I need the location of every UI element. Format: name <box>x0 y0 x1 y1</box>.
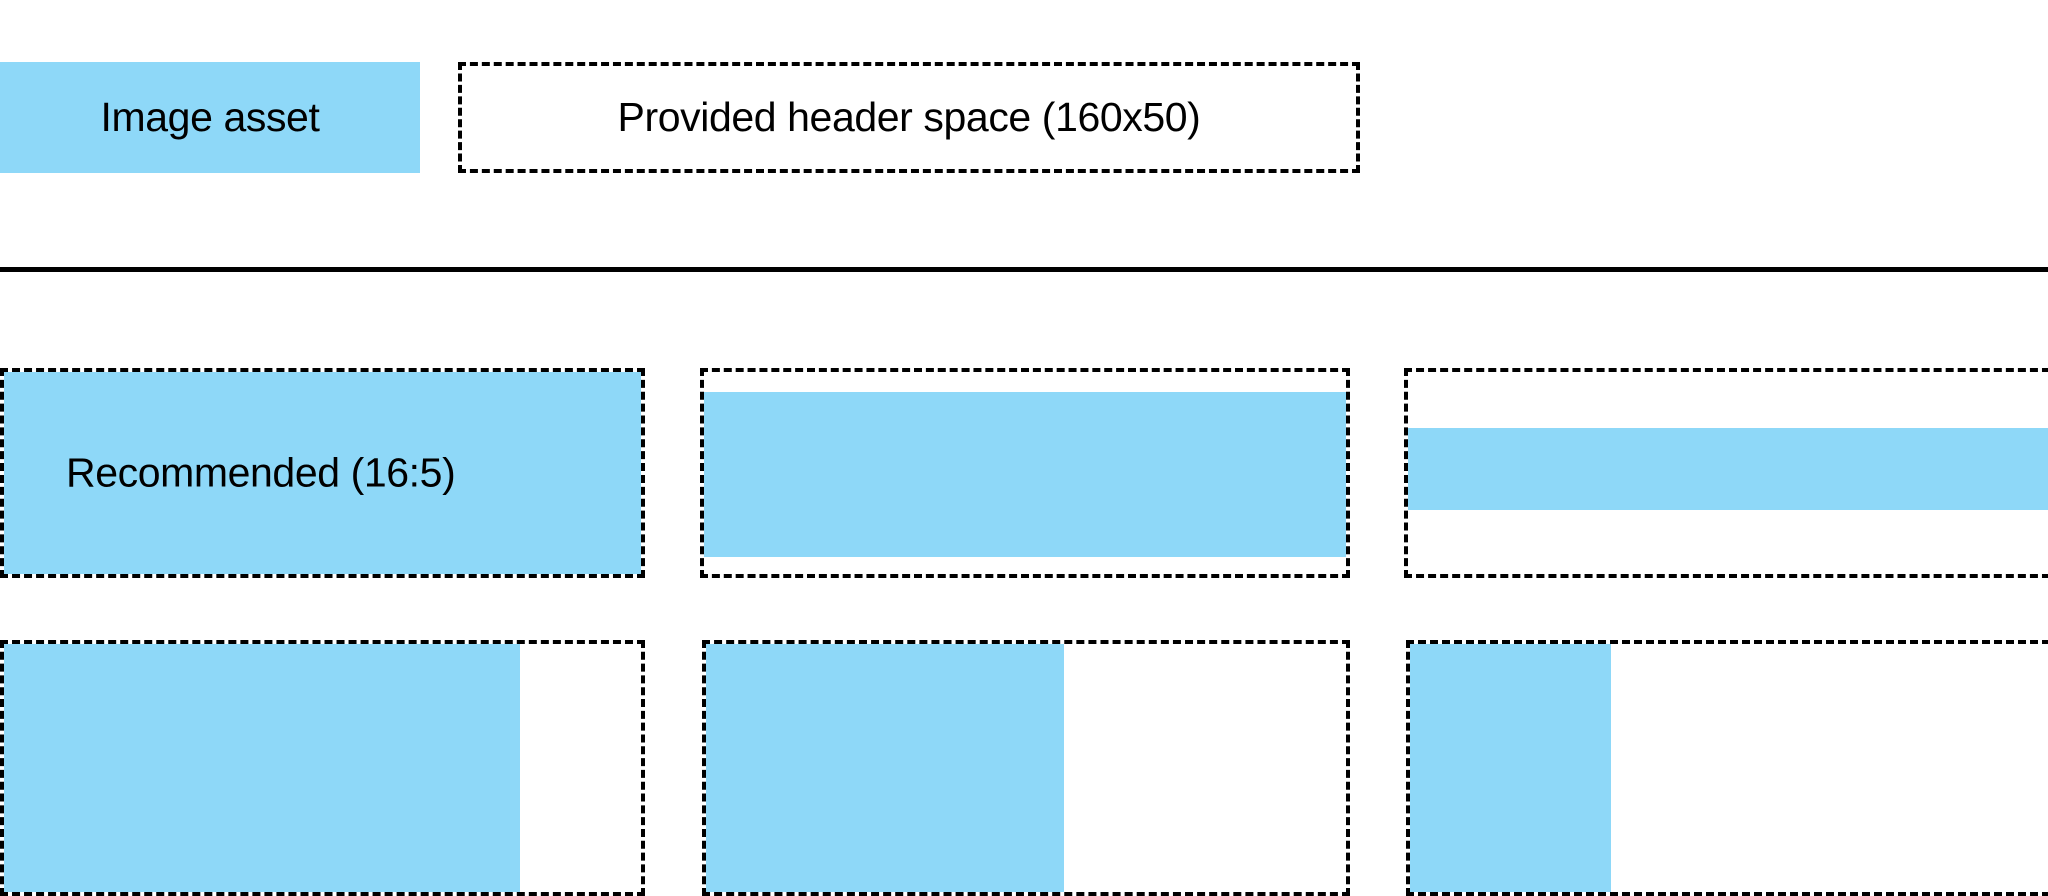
asset-fill-slightly-shorter <box>704 392 1346 557</box>
example-box-slightly-narrower-asset <box>0 640 645 896</box>
asset-fill-narrower <box>706 644 1065 892</box>
example-box-recommended-16-5: Recommended (16:5) <box>0 368 645 578</box>
asset-fill-slightly-narrower <box>4 644 520 892</box>
legend-row: Image asset Provided header space (160x5… <box>0 62 2048 173</box>
example-box-slightly-shorter-asset <box>700 368 1350 578</box>
legend-image-asset-label: Image asset <box>100 94 320 140</box>
asset-fill-recommended-16-5 <box>4 372 641 574</box>
example-box-much-narrower-asset <box>1406 640 2048 896</box>
legend-provided-header-space-outline: Provided header space (160x50) <box>458 62 1360 173</box>
section-divider <box>0 267 2048 272</box>
asset-fill-much-narrower <box>1410 644 1611 892</box>
asset-fill-much-shorter <box>1408 428 2048 510</box>
example-caption-recommended: Recommended (16:5) <box>66 449 456 496</box>
legend-image-asset-swatch: Image asset <box>0 62 420 173</box>
example-box-narrower-asset <box>702 640 1350 896</box>
legend-provided-header-space-label: Provided header space (160x50) <box>617 94 1201 140</box>
example-box-much-shorter-asset <box>1404 368 2048 578</box>
